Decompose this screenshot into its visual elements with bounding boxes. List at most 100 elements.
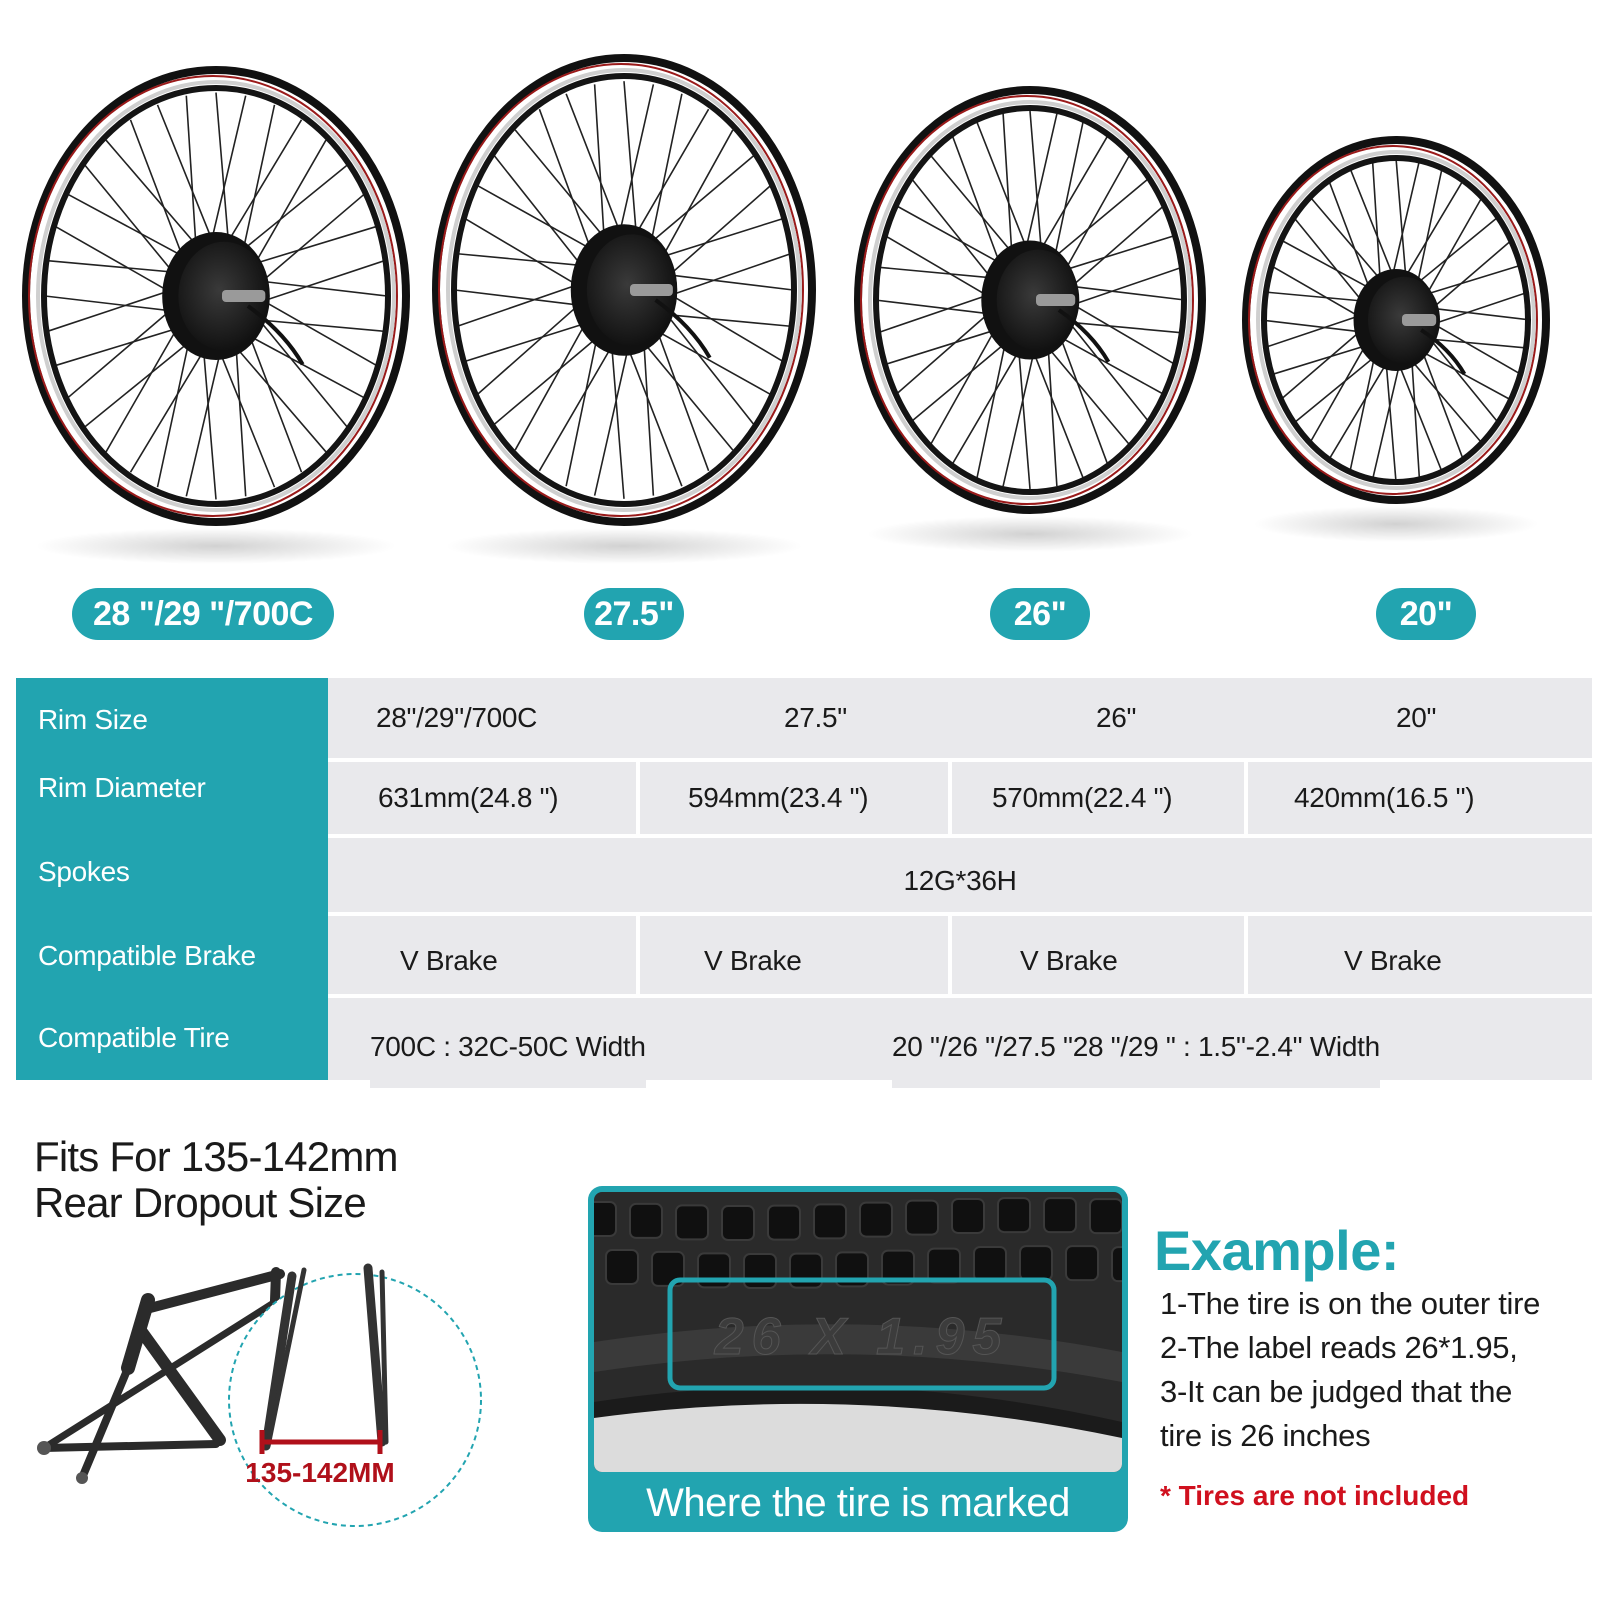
example-line: 1-The tire is on the outer tire	[1160, 1286, 1541, 1321]
wheel-shadow	[1253, 506, 1539, 542]
spoke	[538, 336, 619, 472]
label-compatible-brake: Compatible Brake	[38, 940, 256, 971]
spoke	[457, 280, 587, 328]
cell-divider	[636, 916, 640, 994]
spoke	[877, 291, 996, 334]
label-rim-size: Rim Size	[38, 704, 148, 735]
spoke	[493, 330, 606, 425]
dropout-heading: Fits For 135-142mm Rear Dropout Size	[34, 1134, 399, 1226]
motor-cable	[654, 298, 712, 359]
spoke	[248, 139, 327, 274]
frame-fork	[78, 1364, 132, 1482]
spoke	[1349, 167, 1397, 284]
tread-block	[605, 1249, 639, 1285]
tread-block	[721, 1204, 755, 1241]
spoke	[1002, 113, 1014, 263]
rear-stay-left-b	[265, 1267, 307, 1449]
spoke	[653, 217, 784, 261]
spoke	[55, 324, 187, 367]
spoke	[1400, 179, 1465, 285]
spoke	[84, 164, 181, 281]
spoke	[1062, 284, 1185, 301]
rim-diameter-cell: 420mm(16.5 ")	[1294, 762, 1475, 834]
spoke	[476, 297, 587, 395]
rim-inner	[451, 73, 797, 507]
spoke	[1268, 342, 1373, 377]
tread-block	[789, 1252, 823, 1289]
tire-sidewall-band	[594, 1324, 1122, 1382]
spoke	[951, 136, 1004, 273]
spoke	[1308, 337, 1371, 445]
spoke	[593, 84, 606, 250]
spoke	[623, 81, 638, 246]
spoke	[1371, 355, 1403, 480]
wheels-illustration	[22, 54, 1550, 564]
rim-silver	[1256, 150, 1536, 490]
spoke	[1060, 320, 1183, 334]
spoke	[1064, 299, 1176, 366]
spoke	[67, 193, 192, 262]
rim-diameter-cell: 631mm(24.8 ")	[378, 762, 559, 834]
label-spokes: Spokes	[38, 856, 130, 887]
spoke	[1278, 238, 1377, 293]
spoke	[1327, 179, 1374, 297]
spoke	[642, 330, 655, 496]
spoke	[185, 95, 198, 257]
row-rim-diameter: 631mm(24.8 ") 594mm(23.4 ") 570mm(22.4 "…	[328, 762, 1592, 834]
size-pill-26: 26"	[990, 588, 1090, 640]
spoke	[1327, 355, 1392, 461]
spoke	[156, 104, 217, 251]
tread-block	[1043, 1197, 1077, 1234]
tire-caption: Where the tire is marked	[646, 1481, 1070, 1525]
tread-block	[951, 1197, 985, 1234]
tread-block	[997, 1197, 1031, 1234]
rim-size-cell: 20"	[1396, 678, 1436, 758]
spoke	[1425, 291, 1530, 328]
spoke	[254, 295, 378, 367]
spoke	[249, 318, 385, 333]
spec-table: Rim Size Rim Diameter Spokes Compatible …	[16, 678, 1592, 1088]
spoke	[1424, 306, 1532, 321]
spoke	[1384, 354, 1397, 483]
spoke	[514, 129, 612, 247]
spoke	[244, 325, 303, 473]
wheel-shadow	[35, 528, 397, 564]
wheel-2	[432, 54, 816, 564]
size-pill-27-5: 27.5"	[584, 588, 684, 640]
row-divider	[328, 994, 1592, 998]
spoke	[129, 340, 210, 473]
rim-size-cell: 28"/29"/700C	[376, 678, 537, 758]
spoke	[929, 154, 1019, 261]
spoke	[464, 319, 595, 363]
row-rim-size: 28"/29"/700C 27.5" 26" 20"	[328, 678, 1592, 758]
spoke	[1023, 113, 1058, 258]
wheel-shadow	[445, 528, 803, 564]
spoke	[1371, 160, 1382, 289]
spoke	[234, 335, 247, 497]
spoke	[652, 320, 710, 472]
tread-block	[1089, 1198, 1122, 1235]
row-divider	[328, 834, 1592, 838]
spoke	[875, 299, 998, 316]
spoke	[1059, 154, 1131, 280]
rim-diameter-cell: 570mm(22.4 ")	[992, 762, 1173, 834]
spoke	[253, 193, 365, 289]
tread-block	[651, 1250, 685, 1287]
size-pill-28-29-700c: 28 "/29 "/700C	[72, 588, 334, 640]
rim-red-stripe	[860, 95, 1194, 505]
wheel-3	[854, 86, 1206, 552]
spoke	[105, 139, 204, 254]
spoke	[610, 334, 625, 499]
spoke	[67, 303, 179, 399]
spoke	[659, 272, 794, 291]
tread-block	[1065, 1245, 1099, 1282]
spoke	[47, 287, 179, 333]
spoke	[1035, 135, 1109, 259]
dropout-heading-line2: Rear Dropout Size	[34, 1179, 367, 1226]
spoke	[240, 330, 365, 399]
axle	[630, 284, 673, 296]
rim-outer	[22, 66, 410, 526]
spoke	[1292, 351, 1382, 425]
spoke	[1426, 319, 1524, 377]
spoke	[1278, 325, 1367, 402]
